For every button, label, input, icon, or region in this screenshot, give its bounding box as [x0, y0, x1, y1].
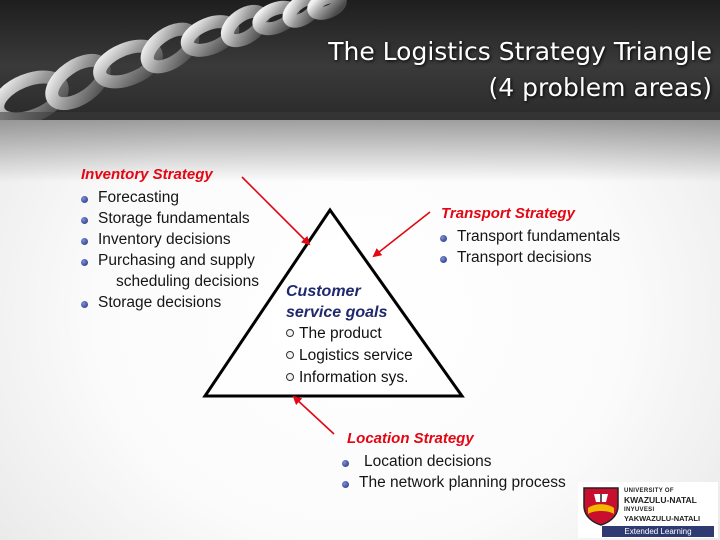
logo-text-1: UNIVERSITY OF — [624, 488, 674, 494]
list-item: Forecasting — [78, 187, 259, 208]
bullet-icon — [440, 256, 447, 263]
title-line-1: The Logistics Strategy Triangle — [328, 37, 712, 66]
transport-list: Transport fundamentals Transport decisio… — [437, 226, 620, 268]
list-item-continuation: scheduling decisions — [116, 273, 260, 290]
page-title: The Logistics Strategy Triangle (4 probl… — [192, 34, 712, 106]
location-arrow — [292, 395, 335, 435]
bullet-icon — [342, 481, 349, 488]
list-item: Logistics service — [286, 345, 446, 367]
bullet-icon — [81, 259, 88, 266]
logo-bar: Extended Learning — [602, 526, 714, 537]
center-heading: Customer service goals — [286, 283, 388, 321]
bullet-icon — [342, 460, 349, 467]
list-item: The product — [286, 323, 446, 345]
university-logo: UNIVERSITY OF KWAZULU-NATAL INYUVESI YAK… — [578, 482, 718, 538]
logo-text-3: INYUVESI — [624, 507, 655, 513]
list-item: Location decisions — [339, 451, 566, 472]
location-heading: Location Strategy — [347, 430, 474, 447]
customer-service-block: Customer service goals The product Logis… — [286, 281, 446, 389]
title-line-2: (4 problem areas) — [488, 73, 712, 102]
list-item: Purchasing and supply — [78, 250, 259, 271]
circle-bullet-icon — [286, 329, 294, 338]
inventory-list: Forecasting Storage fundamentals Invento… — [78, 187, 259, 313]
shield-icon — [583, 487, 619, 526]
list-item: The network planning process — [339, 472, 566, 493]
inventory-arrow — [241, 176, 311, 246]
list-item: Transport fundamentals — [437, 226, 620, 247]
list-item: Storage fundamentals — [78, 208, 259, 229]
logo-text-2: KWAZULU-NATAL — [624, 495, 697, 505]
logo-text-4: YAKWAZULU-NATALI — [624, 514, 701, 523]
circle-bullet-icon — [286, 373, 294, 382]
strategy-triangle — [202, 207, 465, 398]
list-item: Transport decisions — [437, 247, 620, 268]
list-item: Storage decisions — [78, 292, 259, 313]
bullet-icon — [81, 217, 88, 224]
header-fade — [0, 112, 720, 182]
center-list: The product Logistics service Informatio… — [286, 323, 446, 389]
inventory-heading: Inventory Strategy — [81, 166, 213, 183]
circle-bullet-icon — [286, 351, 294, 360]
transport-arrow — [372, 211, 431, 258]
bullet-icon — [81, 238, 88, 245]
bullet-icon — [81, 301, 88, 308]
bullet-icon — [81, 196, 88, 203]
bullet-icon — [440, 235, 447, 242]
header-banner: The Logistics Strategy Triangle (4 probl… — [0, 0, 720, 120]
transport-heading: Transport Strategy — [441, 205, 575, 222]
list-item: Information sys. — [286, 367, 446, 389]
list-item: Inventory decisions — [78, 229, 259, 250]
location-list: Location decisions The network planning … — [339, 451, 566, 493]
chain-image — [0, 0, 347, 120]
